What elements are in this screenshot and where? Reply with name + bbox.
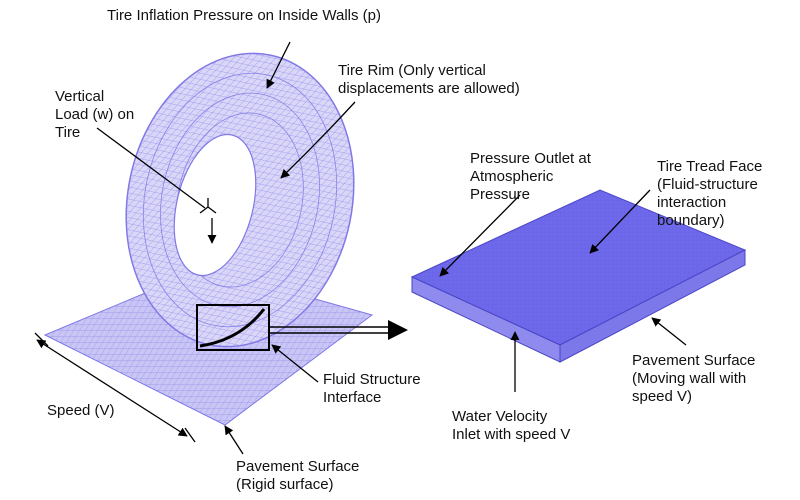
label-vertical-load: Vertical Load (w) on Tire bbox=[55, 88, 135, 141]
label-tire-rim: Tire Rim (Only vertical displacements ar… bbox=[338, 62, 520, 97]
label-pavement-rigid: Pavement Surface (Rigid surface) bbox=[236, 458, 360, 493]
label-fluid-structure-interface: Fluid Structure Interface bbox=[323, 371, 421, 406]
speed-dimension bbox=[34, 332, 196, 443]
label-speed: Speed (V) bbox=[47, 402, 115, 419]
tire-mesh bbox=[125, 52, 355, 348]
fluid-domain bbox=[410, 189, 747, 363]
load-symbol bbox=[199, 198, 217, 244]
label-tire-tread-face: Tire Tread Face (Fluid-structure interac… bbox=[657, 158, 763, 229]
label-water-inlet: Water Velocity Inlet with speed V bbox=[452, 408, 571, 443]
label-inflation-pressure: Tire Inflation Pressure on Inside Walls … bbox=[107, 7, 381, 24]
label-pavement-moving: Pavement Surface (Moving wall with speed… bbox=[632, 352, 756, 405]
fsi-highlight-box bbox=[196, 304, 270, 351]
label-pressure-outlet: Pressure Outlet at Atmospheric Pressure bbox=[470, 150, 591, 203]
leader-lines bbox=[96, 41, 687, 455]
transition-arrow bbox=[270, 320, 408, 340]
